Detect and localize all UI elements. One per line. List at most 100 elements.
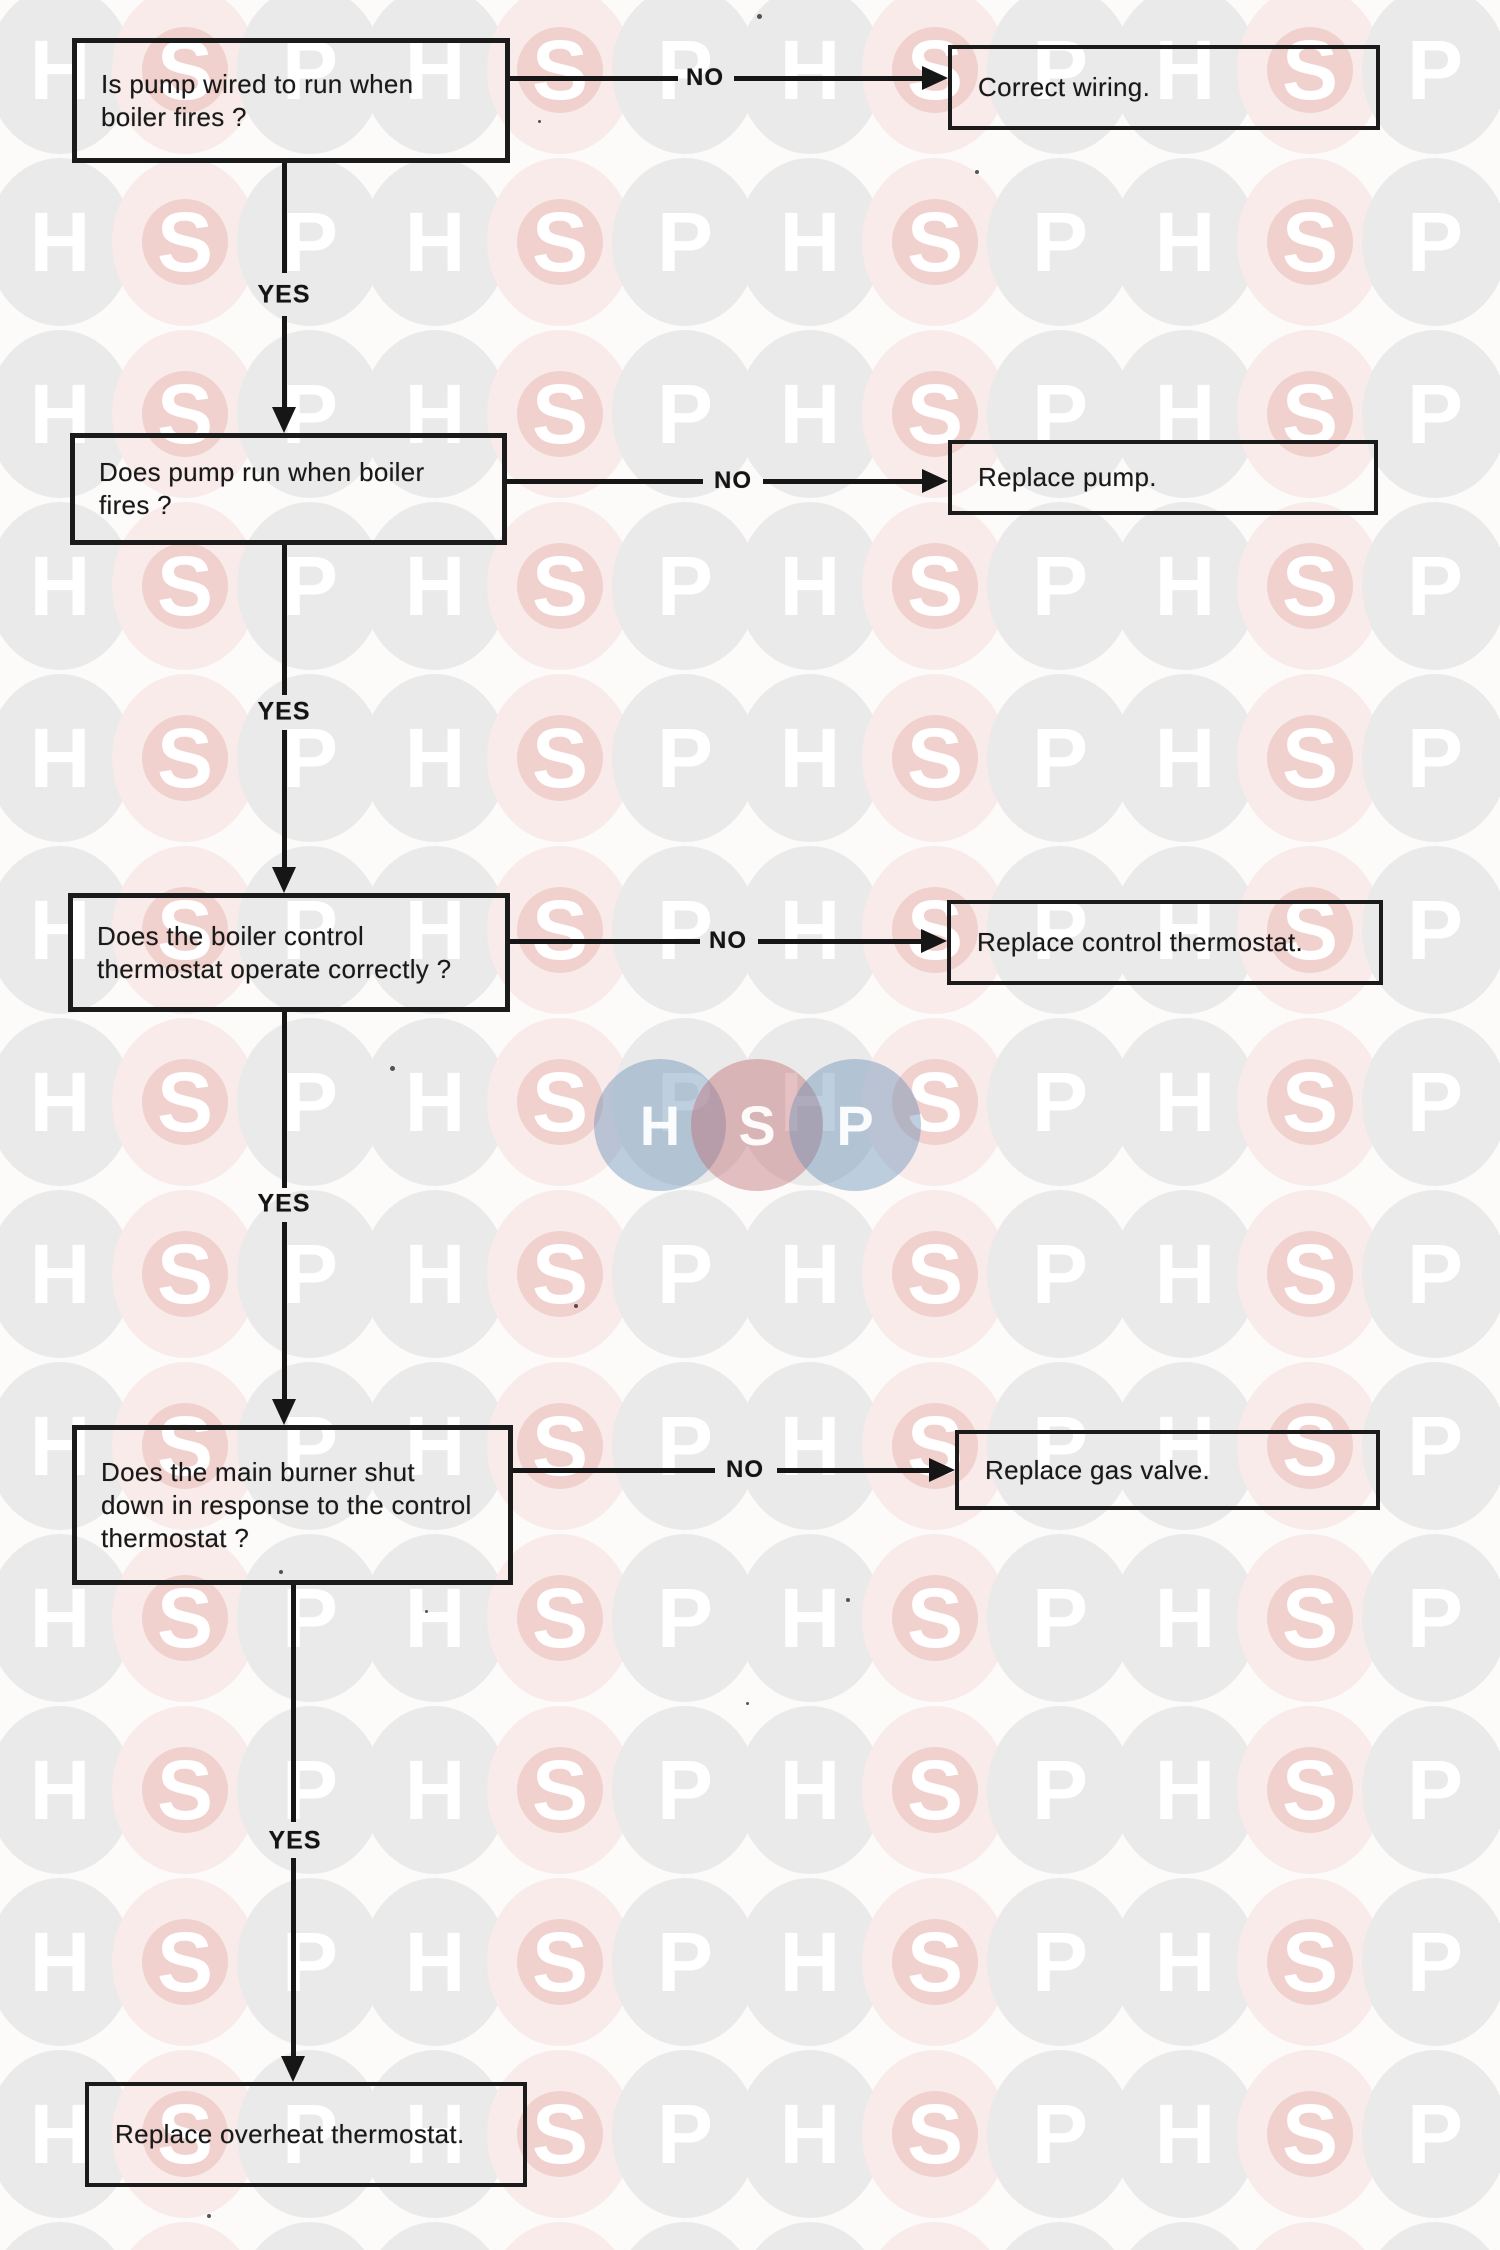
watermark-letter-p: P [237, 502, 383, 670]
watermark-inner-circle [142, 887, 228, 973]
watermark-inner-circle [142, 199, 228, 285]
edge-line [282, 545, 287, 695]
scan-speck [746, 1702, 749, 1705]
watermark-letter-p: P [987, 1534, 1133, 1702]
watermark-inner-circle [142, 715, 228, 801]
watermark-letter-s: S [862, 2050, 1008, 2218]
watermark-letter-h: H [737, 2050, 883, 2218]
watermark-letter-p: P [612, 674, 758, 842]
watermark-letter-p: P [1362, 502, 1500, 670]
watermark-letter-h: H [0, 330, 133, 498]
watermark-inner-circle [142, 543, 228, 629]
question-text: Is pump wired to run when boiler fires ? [101, 68, 414, 132]
watermark-letter-h: H [0, 158, 133, 326]
watermark-inner-circle [892, 543, 978, 629]
watermark-letter-h: H [737, 1706, 883, 1874]
action-box-replace-overheat-thermostat: Replace overheat thermostat. [85, 2082, 527, 2187]
watermark-letter-s: S [112, 1190, 258, 1358]
watermark-letter-s: S [487, 2050, 633, 2218]
watermark-letter-h: H [362, 1362, 508, 1530]
watermark-inner-circle [142, 1231, 228, 1317]
watermark-letter-p: P [612, 2050, 758, 2218]
edge-label-no: NO [714, 467, 752, 494]
watermark-letter-h: H [1112, 2050, 1258, 2218]
action-box-replace-control-thermostat: Replace control thermostat. [947, 900, 1383, 985]
watermark-letter-p: P [1362, 846, 1500, 1014]
scan-speck [574, 1304, 578, 1308]
watermark-letter-h: H [362, 1878, 508, 2046]
watermark-letter-s: S [1237, 1362, 1383, 1530]
action-text: Correct wiring. [978, 72, 1151, 102]
watermark-letter-h: H [0, 1190, 133, 1358]
arrowhead-down-icon [281, 2056, 305, 2082]
watermark-letter-h: H [1112, 1878, 1258, 2046]
watermark-letter-p: P [612, 1706, 758, 1874]
action-text: Replace pump. [978, 462, 1157, 492]
logo-circle-p: P [789, 1059, 921, 1191]
watermark-letter-s: S [112, 330, 258, 498]
watermark-letter-p: P [612, 330, 758, 498]
edge-line [510, 76, 678, 81]
watermark-letter-h: H [0, 1018, 133, 1186]
scan-speck [390, 1066, 395, 1071]
watermark-letter-s: S [112, 674, 258, 842]
action-box-replace-gas-valve: Replace gas valve. [955, 1430, 1380, 1510]
action-text: Replace control thermostat. [977, 927, 1304, 957]
question-box-pump-wired: Is pump wired to run when boiler fires ? [72, 38, 510, 163]
watermark-inner-circle [517, 715, 603, 801]
watermark-letter-p: P [1362, 1534, 1500, 1702]
watermark-inner-circle [517, 1403, 603, 1489]
watermark-inner-circle [142, 1059, 228, 1145]
arrowhead-right-icon [922, 469, 948, 493]
watermark-letter-p: P [1362, 330, 1500, 498]
watermark-letter-s: S [112, 846, 258, 1014]
watermark-letter-s: S [487, 330, 633, 498]
question-box-control-thermostat: Does the boiler control thermostat opera… [68, 893, 510, 1012]
action-box-replace-pump: Replace pump. [948, 440, 1378, 515]
scan-speck [207, 2214, 211, 2218]
watermark-inner-circle [892, 1059, 978, 1145]
watermark-letter-h: H [362, 158, 508, 326]
watermark-inner-circle [1267, 715, 1353, 801]
watermark-letter-p: P [237, 2050, 383, 2218]
watermark-letter-s: S [862, 1018, 1008, 1186]
watermark-letter-s: S [112, 1706, 258, 1874]
edge-line [291, 1858, 296, 2056]
question-text: Does the boiler control thermostat opera… [97, 920, 452, 984]
watermark-letter-h: H [0, 674, 133, 842]
watermark-letter-s: S [487, 1878, 633, 2046]
watermark-letter-s: S [112, 2050, 258, 2218]
scan-speck [757, 14, 762, 19]
watermark-inner-circle [892, 1919, 978, 2005]
edge-line [763, 479, 922, 484]
logo-circle-s: S [691, 1059, 823, 1191]
watermark-letter-p: P [987, 674, 1133, 842]
watermark-letter-p: P [987, 846, 1133, 1014]
watermark-letter-h: H [737, 158, 883, 326]
watermark-letter-s: S [862, 1190, 1008, 1358]
edge-line [291, 1585, 296, 1822]
watermark-letter-h: H [737, 330, 883, 498]
watermark-letter-h: H [737, 846, 883, 1014]
watermark-letter-h: H [362, 1534, 508, 1702]
watermark-letter-p: P [1362, 158, 1500, 326]
watermark-letter-s: S [1237, 502, 1383, 670]
watermark-letter-p: P [237, 1878, 383, 2046]
watermark-inner-circle [517, 199, 603, 285]
watermark-inner-circle [142, 371, 228, 457]
watermark-letter-s: S [487, 674, 633, 842]
watermark-inner-circle [892, 1575, 978, 1661]
watermark-letter-s: S [112, 1534, 258, 1702]
watermark-inner-circle [892, 715, 978, 801]
watermark-letter-p: P [987, 502, 1133, 670]
edge-label-no: NO [726, 1456, 764, 1483]
watermark-letter-p: P [1362, 2050, 1500, 2218]
watermark-inner-circle [142, 1747, 228, 1833]
watermark-letter-h: H [737, 1018, 883, 1186]
watermark-letter-s: S [1237, 674, 1383, 842]
watermark-letter-s: S [487, 1534, 633, 1702]
question-text: Does pump run when boiler fires ? [99, 457, 425, 520]
edge-line [513, 1468, 715, 1473]
edge-label-yes: YES [268, 1826, 322, 1855]
